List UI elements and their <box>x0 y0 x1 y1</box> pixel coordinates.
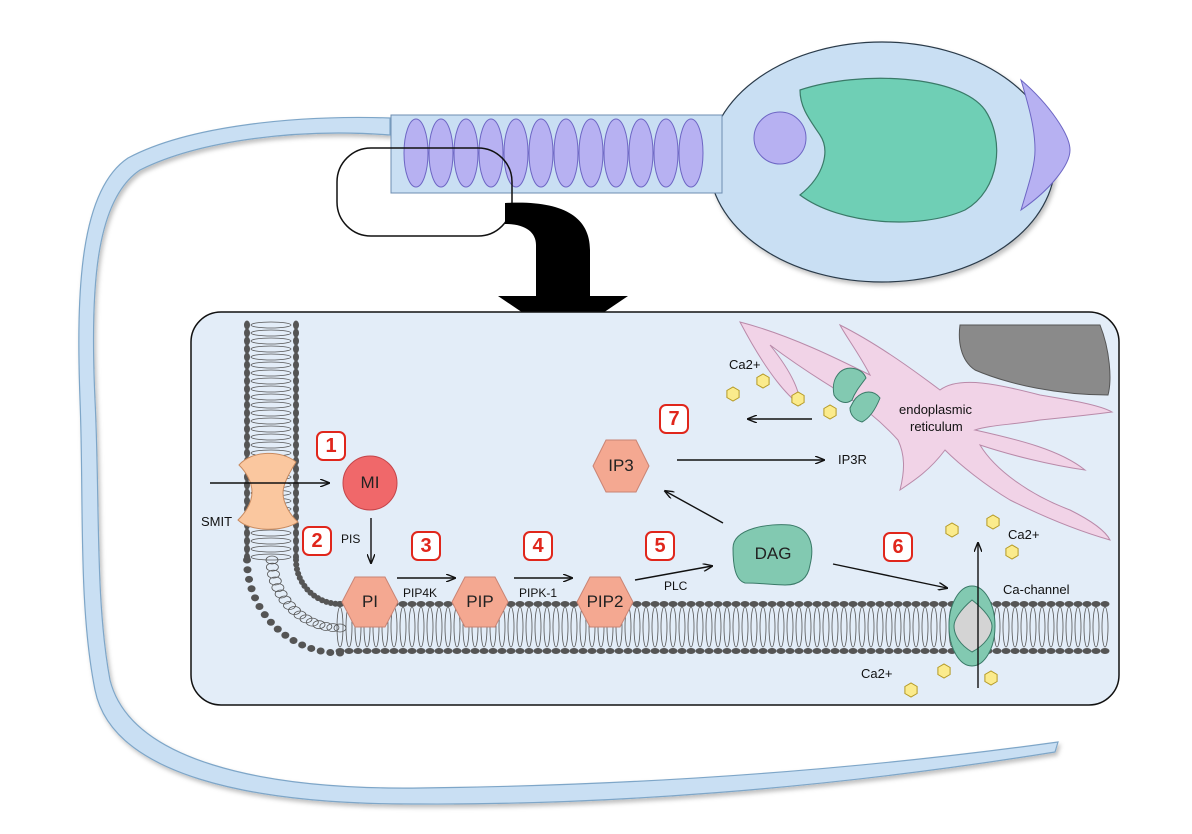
ca-ion <box>1005 544 1019 560</box>
ip3r-receptor <box>832 367 881 423</box>
ca-label-bottom: Ca2+ <box>861 666 893 681</box>
mitochondria <box>403 118 704 188</box>
er-label-line2: reticulum <box>910 419 963 434</box>
nucleus <box>799 77 998 223</box>
ip3-molecule <box>592 439 650 493</box>
ca-ion <box>791 391 805 407</box>
mi-molecule <box>342 455 398 511</box>
step-badge-1: 1 <box>316 431 346 461</box>
zoom-region <box>336 147 513 237</box>
smit-transporter <box>237 452 299 530</box>
pip2-label: PIP2 <box>586 592 624 611</box>
er-label-line1: endoplasmic <box>899 402 972 417</box>
ca-channel-label: Ca-channel <box>1003 582 1070 597</box>
ca-ion <box>986 514 1000 530</box>
ca-ion <box>904 682 918 698</box>
dag-molecule <box>732 524 813 586</box>
acrosome <box>1020 78 1071 212</box>
ca-ion <box>937 663 951 679</box>
centriole <box>753 111 807 165</box>
ca-ion <box>945 522 959 538</box>
gray-organelle <box>958 324 1111 396</box>
step-badge-6: 6 <box>883 532 913 562</box>
ca-ion <box>726 386 740 402</box>
pip2-molecule <box>576 576 634 628</box>
pip4k-label: PIP4K <box>403 586 438 600</box>
plc-label: PLC <box>664 579 688 593</box>
smit-label: SMIT <box>201 514 233 529</box>
step-badge-5: 5 <box>645 531 675 561</box>
ca-label-right: Ca2+ <box>1008 527 1040 542</box>
pi-label: PI <box>361 592 379 611</box>
ip3r-label: IP3R <box>838 452 867 467</box>
sperm-tail <box>78 116 1059 805</box>
zoom-arrow <box>498 202 628 340</box>
pip-molecule <box>451 576 509 628</box>
arrows <box>210 419 978 688</box>
pis-label: PIS <box>341 532 361 546</box>
ca-ion <box>984 670 998 686</box>
ca-ion <box>756 373 770 389</box>
ca-label-top: Ca2+ <box>729 357 761 372</box>
pi-molecule <box>341 576 399 628</box>
ca-channel <box>948 585 996 667</box>
pip-label: PIP <box>466 592 494 611</box>
step-badge-3: 3 <box>411 531 441 561</box>
dag-label: DAG <box>754 544 792 563</box>
mi-label: MI <box>360 473 380 492</box>
ca-ion <box>823 404 837 420</box>
step-badge-7: 7 <box>659 404 689 434</box>
ip3-label: IP3 <box>608 456 634 475</box>
step-badge-4: 4 <box>523 531 553 561</box>
step-badge-2: 2 <box>302 526 332 556</box>
pipk1-label: PIPK-1 <box>519 586 558 600</box>
ca-ions <box>726 373 1019 698</box>
